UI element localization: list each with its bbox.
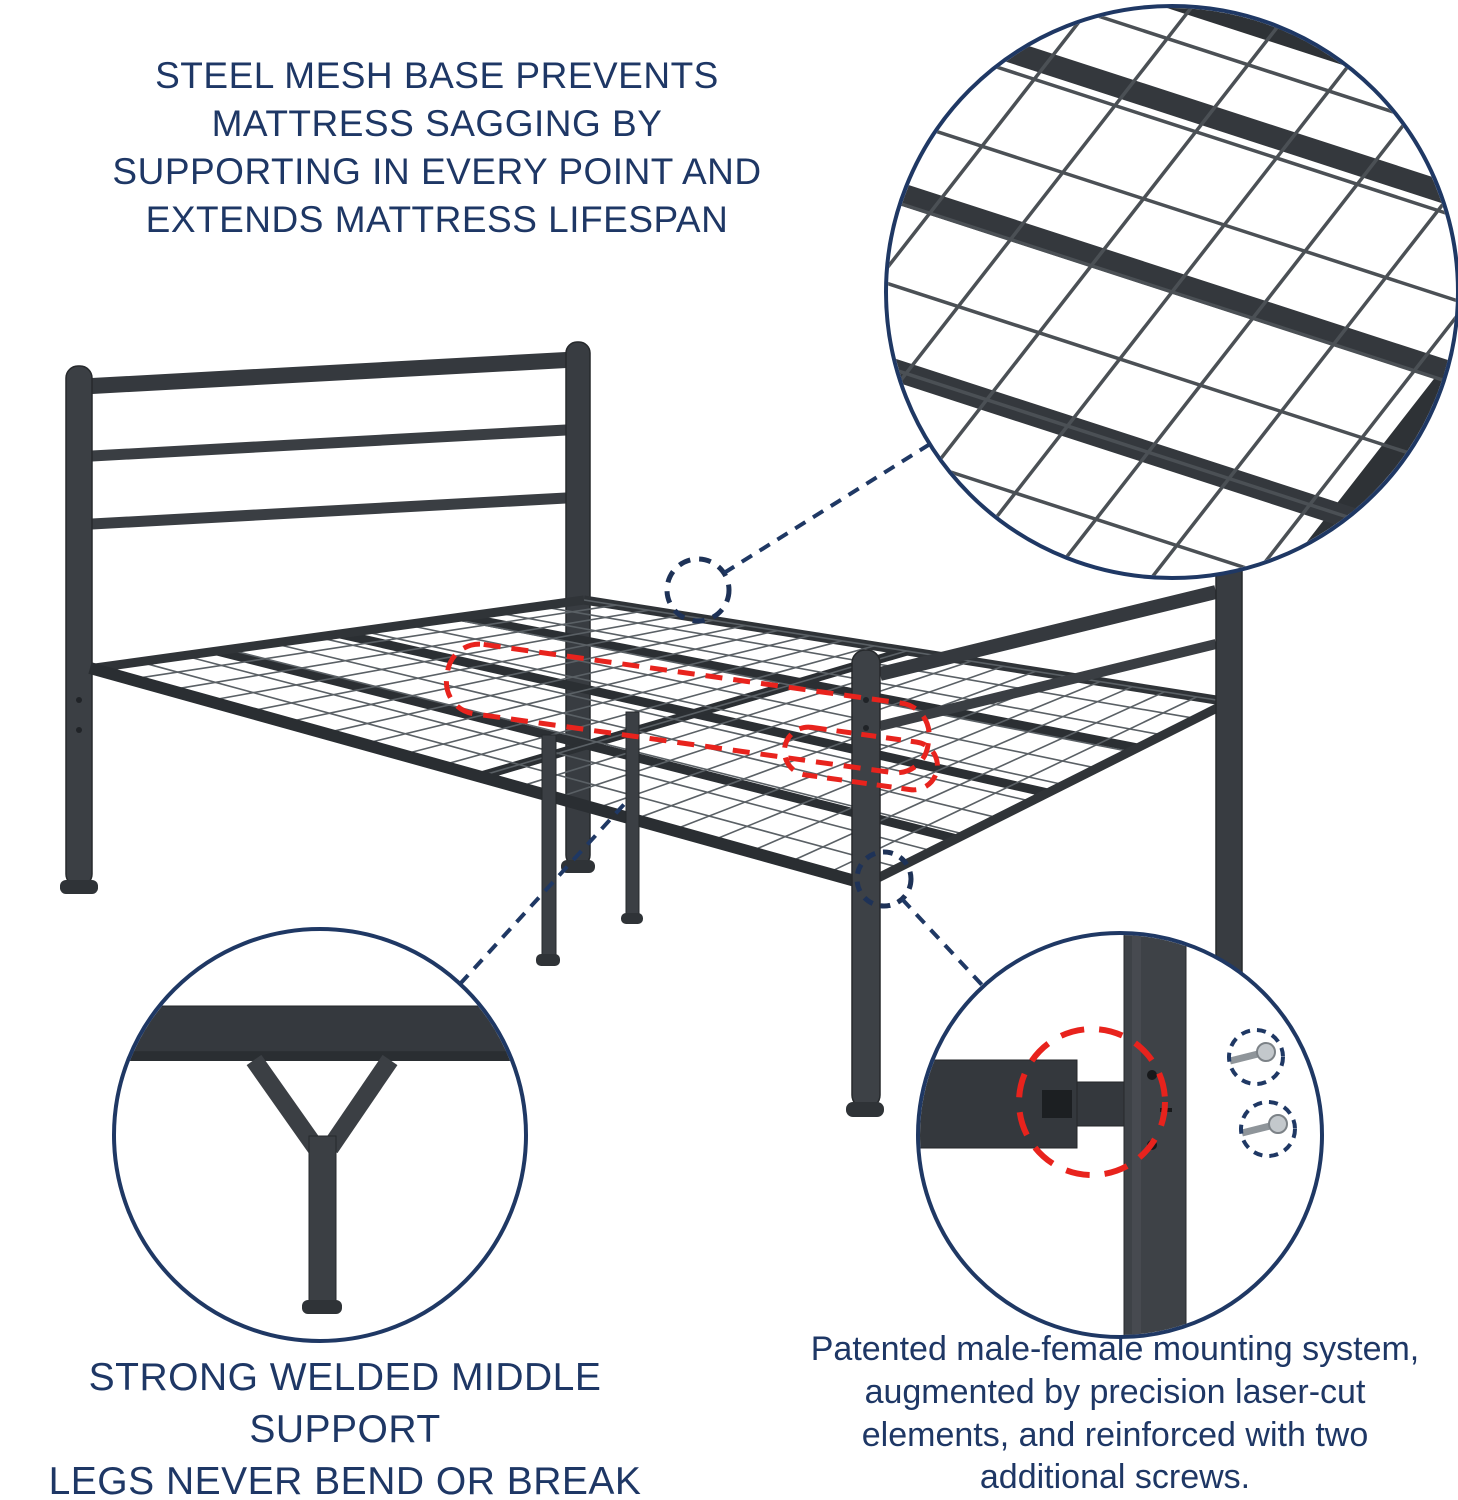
callout-line: STEEL MESH BASE PREVENTS [155,55,719,96]
mounting-system-callout-text: Patented male-female mounting system, au… [780,1328,1450,1499]
zoom-leg-detail [112,927,528,1343]
mesh-joint-marker [664,556,732,624]
front-rail [88,662,868,890]
callout-line: additional screws. [979,1458,1251,1497]
screw-icon [1239,1100,1297,1158]
callout-line: LEGS NEVER BEND OR BREAK [48,1459,642,1500]
zoom-circle-border [916,931,1324,1339]
callout-line: EXTENDS MATTRESS LIFESPAN [145,199,729,241]
callout-line: augmented by precision laser-cut [864,1372,1366,1411]
footboard-side-rail [863,697,1232,889]
red-highlight-circle [1016,1026,1168,1178]
headboard-side-rail [94,595,585,673]
callout-line: SUPPORTING IN EVERY POINT AND [112,151,762,193]
support-legs-callout-text: STRONG WELDED MIDDLE SUPPORT LEGS NEVER … [15,1352,675,1500]
middle-support-legs [536,711,643,966]
callout-line: Patented male-female mounting system, [810,1330,1420,1368]
red-highlight-frames [443,641,940,793]
connector-to-mesh-zoom [722,442,932,575]
connector-to-mounting-zoom [900,897,985,988]
callout-line: elements, and reinforced with two [861,1415,1369,1454]
mesh-base-callout-text: STEEL MESH BASE PREVENTS MATTRESS SAGGIN… [77,52,797,244]
callout-line: STRONG WELDED MIDDLE SUPPORT [88,1356,602,1451]
callout-line: MATTRESS SAGGING BY [211,103,663,145]
mounting-joint-marker [854,849,914,909]
bed-frame [60,341,1246,1117]
headboard [60,341,595,894]
zoom-circle-border [884,4,1458,580]
zoom-circle-border [112,927,528,1343]
footboard [846,555,1246,1117]
zoom-mounting-detail [916,931,1324,1339]
screw-icon [1227,1028,1285,1086]
